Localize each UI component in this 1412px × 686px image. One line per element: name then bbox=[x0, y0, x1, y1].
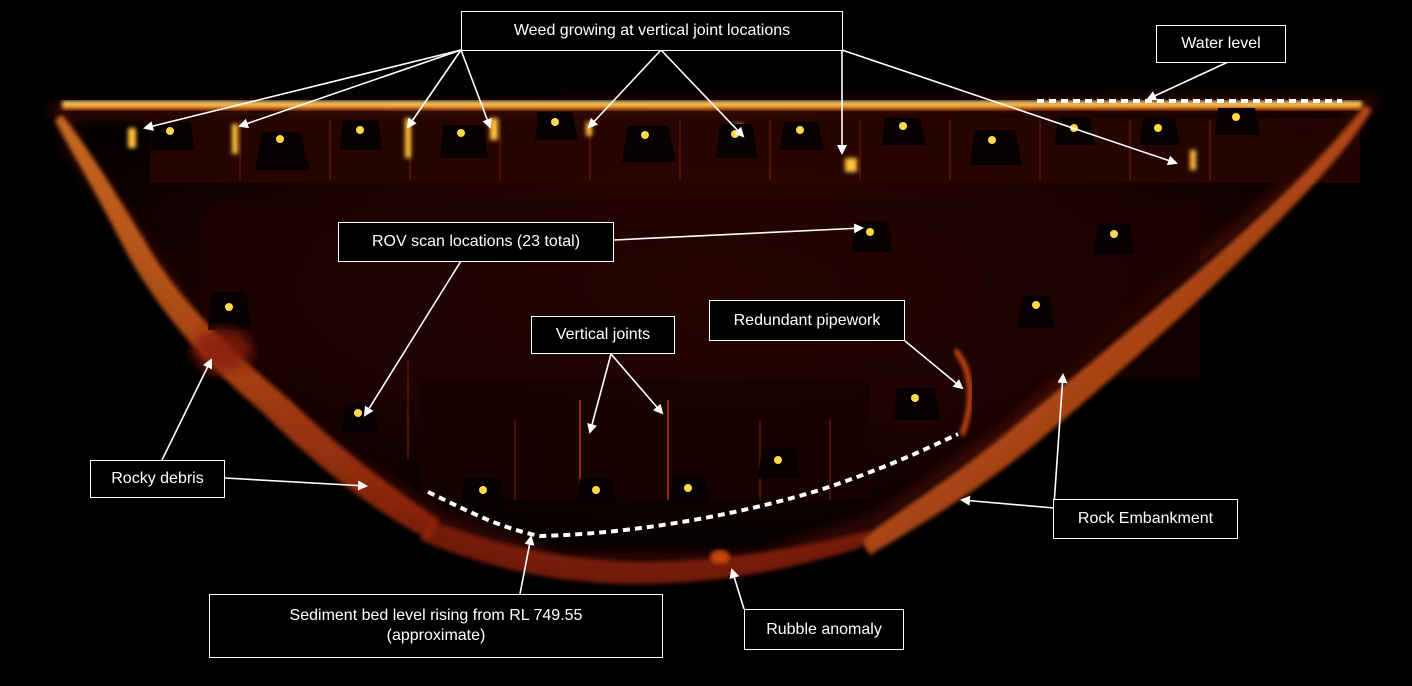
vertical-joints-label-text: Vertical joints bbox=[555, 326, 651, 343]
rocky-debris-label-text: Rocky debris bbox=[111, 470, 204, 487]
redundant-pipework-label: Redundant pipework bbox=[709, 300, 905, 341]
rubble-anomaly-label: Rubble anomaly bbox=[744, 609, 904, 650]
sediment-label: Sediment bed level rising from RL 749.55… bbox=[209, 594, 663, 658]
rov-scan-label: ROV scan locations (23 total) bbox=[338, 222, 614, 262]
water-level-label-text: Water level bbox=[1181, 35, 1261, 52]
rov-scan-label-text: ROV scan locations (23 total) bbox=[371, 233, 581, 250]
redundant-pipework-label-text: Redundant pipework bbox=[733, 311, 881, 329]
vertical-joints-label: Vertical joints bbox=[531, 316, 675, 354]
sediment-label-line1: Sediment bed level rising from RL 749.55 bbox=[289, 607, 583, 624]
rocky-debris bbox=[192, 328, 252, 372]
left-rock-embankment bbox=[55, 115, 440, 540]
sediment-label-line2: (approximate) bbox=[386, 627, 486, 644]
rubble-anomaly-label-text: Rubble anomaly bbox=[766, 620, 882, 638]
bottom-sediment bbox=[420, 520, 870, 585]
rubble-anomaly bbox=[710, 550, 730, 564]
rock-embankment-label-text: Rock Embankment bbox=[1077, 510, 1214, 527]
weed-label-text: Weed growing at vertical joint locations bbox=[513, 22, 791, 39]
rocky-debris-label: Rocky debris bbox=[90, 460, 225, 498]
water-level-band bbox=[62, 101, 1362, 110]
rock-embankment-label: Rock Embankment bbox=[1053, 499, 1238, 539]
water-level-label: Water level bbox=[1156, 25, 1286, 63]
weed-label: Weed growing at vertical joint locations bbox=[461, 11, 843, 51]
